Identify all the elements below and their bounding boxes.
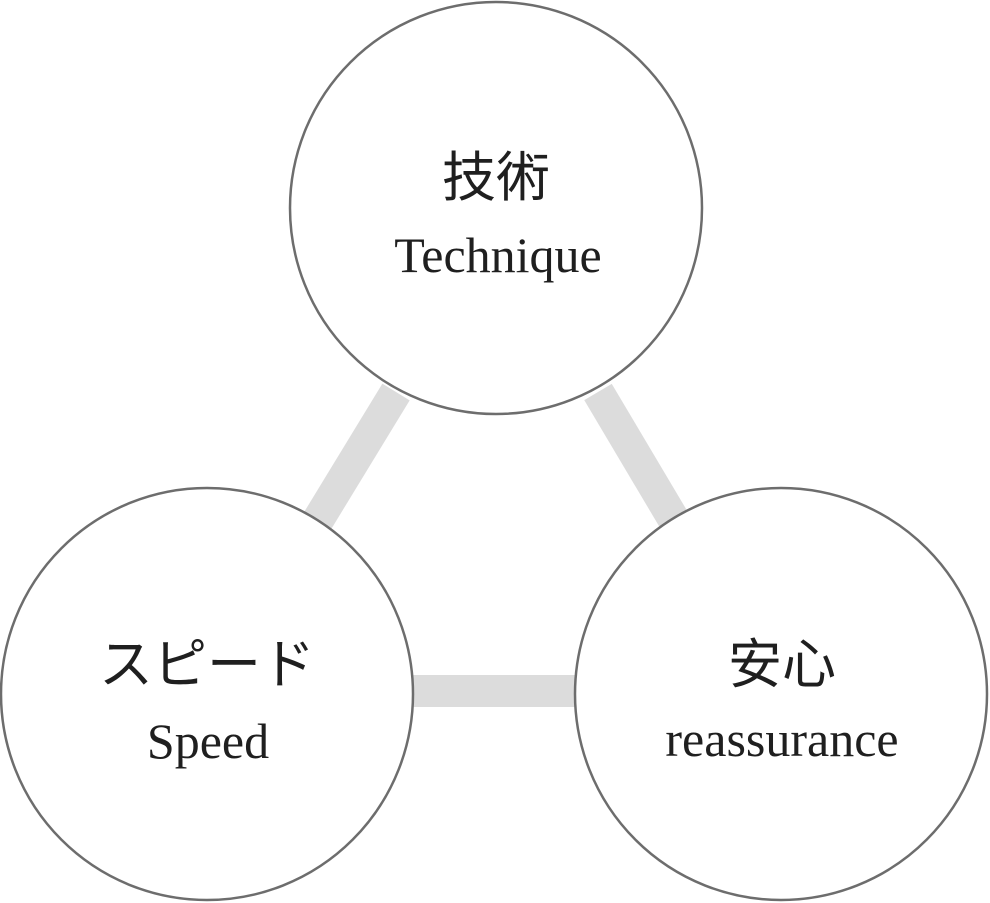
node-speed-label-ja: スピード xyxy=(99,633,315,696)
node-technique-label-ja: 技術 xyxy=(442,146,550,209)
node-speed-circle xyxy=(0,486,415,902)
node-reassurance-label-en: reassurance xyxy=(665,711,898,767)
node-speed-label-en: Speed xyxy=(147,713,269,769)
node-speed: スピード Speed xyxy=(0,486,415,902)
node-reassurance-label-ja: 安心 xyxy=(728,633,836,696)
connectors xyxy=(304,383,688,707)
node-technique-label-en: Technique xyxy=(394,227,602,283)
node-technique-circle xyxy=(288,0,704,416)
node-reassurance: 安心 reassurance xyxy=(573,486,989,902)
node-technique: 技術 Technique xyxy=(288,0,704,416)
connector-technique-speed xyxy=(304,383,410,529)
node-reassurance-circle xyxy=(573,486,989,902)
connector-technique-reassurance xyxy=(584,383,688,529)
